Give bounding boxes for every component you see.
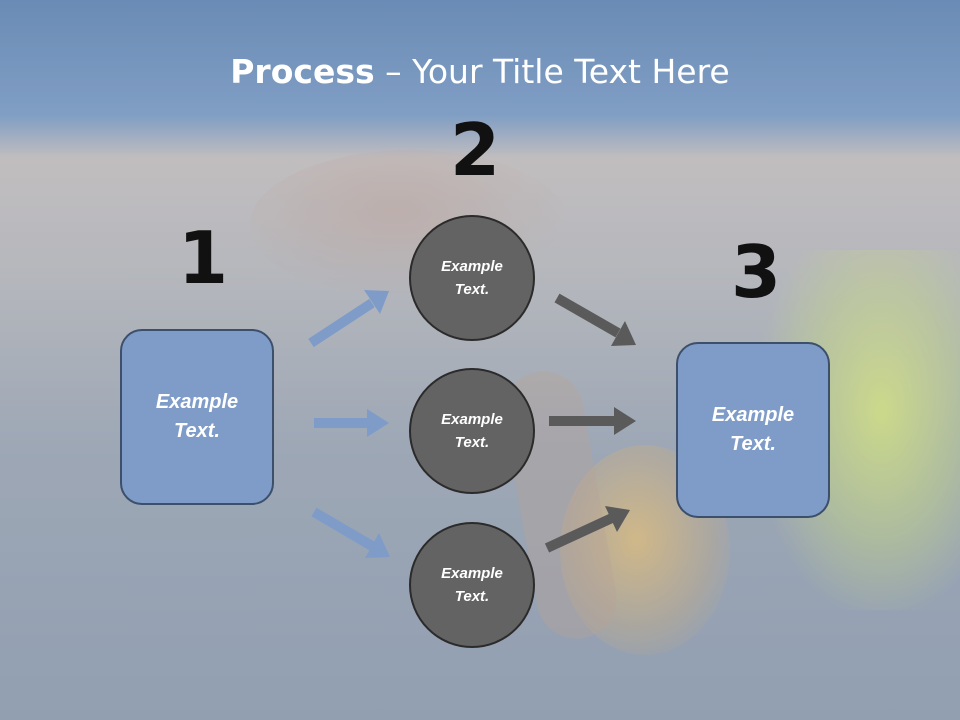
blue-arrow-down — [311, 507, 390, 558]
circle-top-line2: Text. — [454, 281, 490, 298]
step-3-text: Example Text. — [712, 401, 794, 459]
step-3-line2: Text. — [730, 433, 776, 455]
circle-bottom-line2: Text. — [454, 588, 490, 605]
step-1-box[interactable]: Example Text. — [120, 329, 274, 505]
title-rest: – Your Title Text Here — [374, 52, 730, 91]
gray-arrow-up — [544, 506, 630, 553]
circle-middle-line1: Example — [441, 411, 503, 428]
step-2-circle-bottom[interactable]: Example Text. — [409, 522, 535, 648]
step-2-circle-middle[interactable]: Example Text. — [409, 368, 535, 494]
circle-top-text: Example Text. — [441, 255, 503, 301]
step-1-line1: Example — [155, 391, 239, 413]
step-2-circle-top[interactable]: Example Text. — [409, 215, 535, 341]
blue-arrow-up — [308, 290, 389, 348]
step-1-line2: Text. — [174, 420, 220, 442]
blue-arrow-right — [314, 409, 389, 437]
step-number-2: 2 — [450, 108, 501, 192]
circle-bottom-text: Example Text. — [441, 562, 503, 608]
gray-arrow-down — [554, 293, 636, 346]
circle-bottom-line1: Example — [441, 565, 503, 582]
circle-top-line1: Example — [441, 258, 503, 275]
step-3-line1: Example — [711, 404, 795, 426]
slide-title: Process – Your Title Text Here — [0, 52, 960, 91]
gray-arrow-right — [549, 407, 636, 435]
circle-middle-text: Example Text. — [441, 408, 503, 454]
circle-middle-line2: Text. — [454, 434, 490, 451]
step-1-text: Example Text. — [156, 388, 238, 446]
step-number-1: 1 — [178, 216, 229, 300]
step-number-3: 3 — [731, 230, 782, 314]
step-3-box[interactable]: Example Text. — [676, 342, 830, 518]
title-bold: Process — [230, 52, 375, 91]
